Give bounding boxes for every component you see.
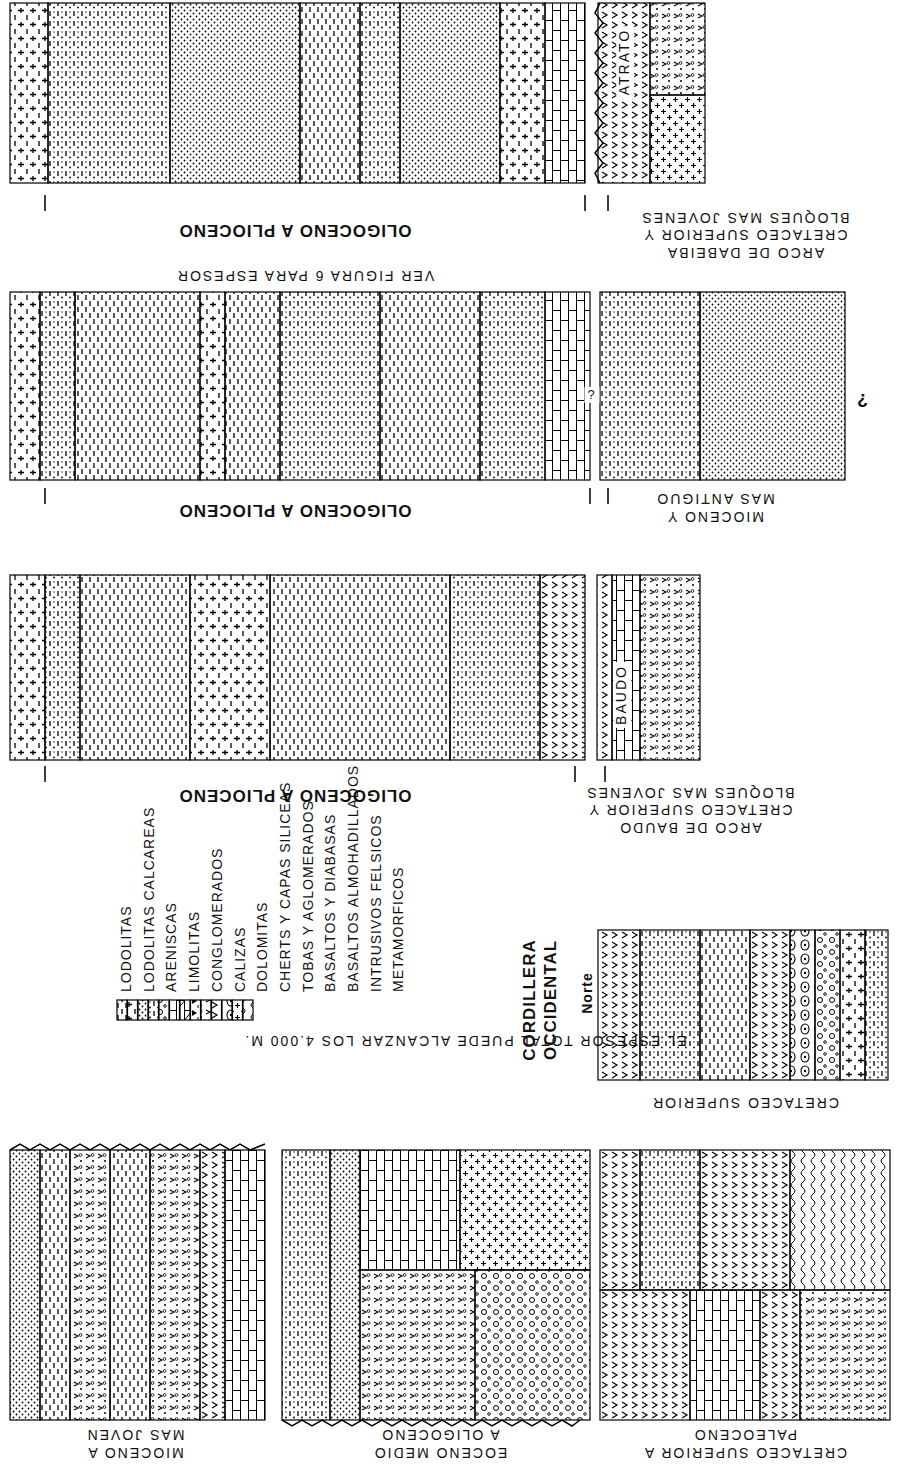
column-label: ARCO DE DABEIBA CRETACEO SUPERIOR Y BLOQ… (638, 209, 853, 262)
legend-text: INTRUSIVOS FELSICOS (368, 814, 384, 992)
legend-text: CONGLOMERADOS (209, 848, 225, 992)
column-label: VER FIGURA 6 PARA ESPESOR (176, 266, 434, 284)
legend-text: ARENISCAS (163, 902, 179, 992)
legend-text: BASALTOS Y DIABASAS (322, 814, 338, 992)
column-label: MIOCENO Y MAS ANTIGUO (648, 490, 783, 525)
legend-text: LODOLITAS (118, 905, 134, 992)
legend-text: CHERTS Y CAPAS SILICEAS (277, 782, 293, 992)
column-label: EL ESPESOR TOTAL PUEDE ALCANZAR LOS 4.00… (243, 1031, 686, 1049)
legend-text: BASALTOS ALMOHADILLADOS (345, 765, 361, 992)
column-label: EOCENO MEDIO A OLIGOCENO (365, 1426, 515, 1461)
column-label: BAUDO (613, 662, 631, 728)
column-label: OLIGOCENO A PLIOCENO (178, 219, 411, 240)
legend-text: METAMORFICOS (390, 867, 406, 992)
column-label: ARCO DE BAUDO CRETACEO SUPERIOR Y BLOQUE… (583, 784, 798, 837)
column-label: CRETACEO SUPERIOR (651, 1093, 839, 1111)
column-label: OLIGOCENO A PLIOCENO (178, 499, 411, 520)
column-label: OLIGOCENO A PLIOCENO (178, 784, 411, 805)
legend-text: TOBAS Y AGLOMERADOS (300, 800, 316, 992)
legend-text: LODOLITAS CALCAREAS (141, 807, 157, 992)
column-label: ATRATO (616, 26, 634, 98)
column-label: ? (584, 387, 599, 403)
column-label: CORDILLERA OCCIDENTAL (519, 935, 562, 1065)
legend-text: LIMOLITAS (186, 911, 202, 992)
column-label: Norte (579, 972, 597, 1014)
column-label: MIOCENO A MAS JOVEN (75, 1426, 195, 1461)
legend-text: DOLOMITAS (254, 902, 270, 992)
column-label: ? (856, 389, 868, 412)
legend-text: CALIZAS (232, 927, 248, 992)
column-label: CRETACEO SUPERIOR A PALEOCENO (643, 1426, 848, 1461)
